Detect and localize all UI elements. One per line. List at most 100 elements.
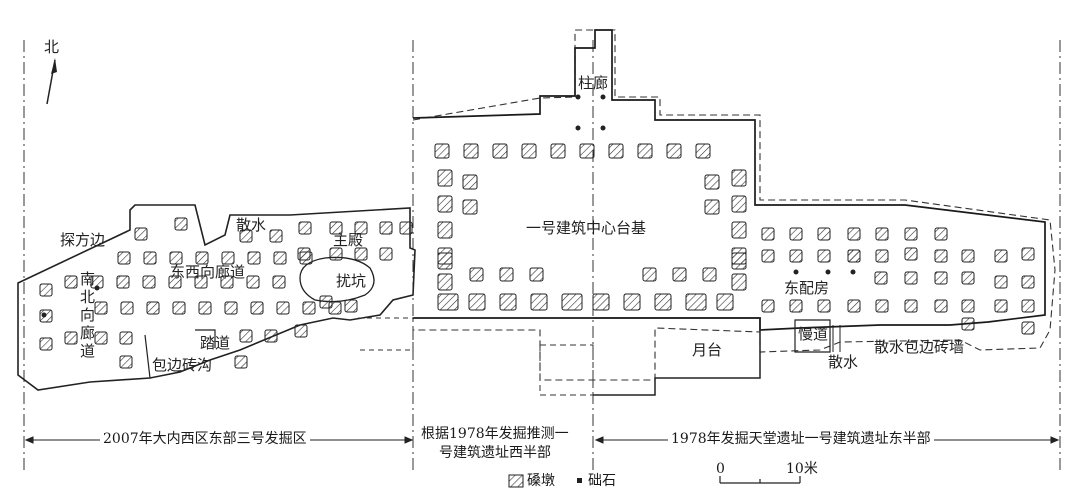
label-sanshui-baobian: 散水包边砖墙 (874, 338, 965, 356)
pier-mark (994, 275, 1008, 289)
pier-mark (847, 299, 861, 313)
section-middle-caption-2: 号建筑遗址西半部 (436, 446, 554, 460)
section-middle-caption-1: 根据1978年发掘推测一 (418, 427, 572, 441)
pier-mark (239, 329, 253, 343)
pier-mark (195, 251, 209, 265)
pier-mark (354, 221, 368, 235)
pier-mark (934, 249, 948, 263)
label-tanfang: 探方边 (60, 231, 106, 249)
pier-mark (329, 247, 343, 261)
pier-mark (623, 293, 641, 311)
pier-mark (64, 275, 78, 289)
pier-mark (592, 293, 610, 311)
pier-mark (469, 267, 484, 282)
pier-mark (119, 355, 133, 369)
pier-mark (437, 273, 453, 291)
pier-mark (434, 143, 450, 159)
pier-mark (302, 301, 316, 315)
label-sanshui-bottom: 散水 (828, 353, 859, 371)
scale-zero: 0 (716, 461, 725, 477)
pier-mark (116, 275, 130, 289)
pier-mark (642, 267, 657, 282)
pier-mark (142, 275, 156, 289)
label-baobian-zhuangou: 包边砖沟 (152, 356, 213, 374)
pier-mark (172, 301, 186, 315)
pier-mark (462, 199, 478, 215)
pier-mark (119, 331, 133, 345)
pier-mark (1021, 247, 1035, 261)
pier-mark (319, 295, 333, 309)
pier-mark (437, 293, 459, 311)
pier-mark (789, 227, 803, 241)
pier-mark (789, 249, 803, 263)
pier-mark (875, 227, 889, 241)
pier-mark (329, 221, 343, 235)
label-sanshui-top: 散水 (236, 216, 267, 234)
pier-mark (761, 227, 775, 241)
pier-mark (685, 293, 707, 311)
pier-mark (934, 271, 948, 285)
pier-mark (521, 143, 537, 159)
pier-mark (608, 143, 624, 159)
pier-mark (874, 271, 888, 285)
pier-mark (904, 227, 918, 241)
legend-pier-label: 磉墩 (527, 473, 555, 489)
label-nanbei-3: 向 (80, 306, 96, 324)
pier-mark (789, 299, 803, 313)
pier-mark (994, 249, 1008, 263)
pier-mark (695, 143, 711, 159)
pier-mark (731, 252, 747, 270)
pier-mark (94, 331, 108, 345)
pier-mark (654, 293, 672, 311)
pier-mark (875, 299, 889, 313)
label-dongpeifang: 东配房 (784, 279, 830, 297)
pier-mark (264, 329, 278, 343)
pier-mark (276, 301, 290, 315)
pier-mark (961, 299, 975, 313)
pier-mark (198, 301, 212, 315)
pier-mark (579, 143, 595, 159)
pier-mark (169, 251, 183, 265)
north-arrow-icon (46, 58, 57, 105)
pier-mark (134, 227, 148, 241)
pier-mark (437, 252, 453, 270)
pier-mark (934, 227, 948, 241)
pier-mark (1021, 321, 1035, 335)
label-center-platform: 一号建筑中心台基 (526, 219, 647, 237)
pier-mark (672, 267, 687, 282)
label-nanbei-1: 南 (80, 270, 96, 288)
pier-mark (298, 221, 312, 235)
pier-mark (272, 275, 286, 289)
label-nanbei-5: 道 (80, 342, 96, 360)
pier-mark (666, 143, 682, 159)
pier-mark (379, 247, 393, 261)
label-nanbei-4: 廊 (80, 324, 96, 342)
pier-mark (224, 301, 238, 315)
pier-mark (297, 247, 311, 261)
pier-mark (499, 293, 517, 311)
pier-mark (731, 195, 747, 213)
pier-mark (904, 299, 918, 313)
pier-mark (399, 221, 413, 235)
pier-mark (344, 299, 358, 313)
pier-mark (731, 169, 747, 187)
pier-mark (437, 221, 453, 239)
pier-mark (817, 227, 831, 241)
pier-mark (239, 229, 253, 243)
pier-mark (550, 143, 566, 159)
pier-mark (961, 317, 975, 331)
pier-mark (904, 247, 918, 261)
scale-ten: 10米 (786, 461, 818, 477)
pier-mark (716, 293, 734, 311)
label-nanbei-2: 北 (80, 288, 96, 306)
pier-mark (731, 273, 747, 291)
pier-mark (437, 169, 453, 187)
pier-mark (994, 299, 1008, 313)
label-raokeng: 扰坑 (336, 272, 367, 290)
scale-bar (719, 476, 801, 484)
pier-mark (561, 293, 583, 311)
section-left-caption: 2007年大内西区东部三号发掘区 (100, 432, 310, 446)
label-tadao: 踏道 (200, 334, 231, 352)
pier-mark (875, 249, 889, 263)
label-yuetai: 月台 (692, 341, 723, 359)
